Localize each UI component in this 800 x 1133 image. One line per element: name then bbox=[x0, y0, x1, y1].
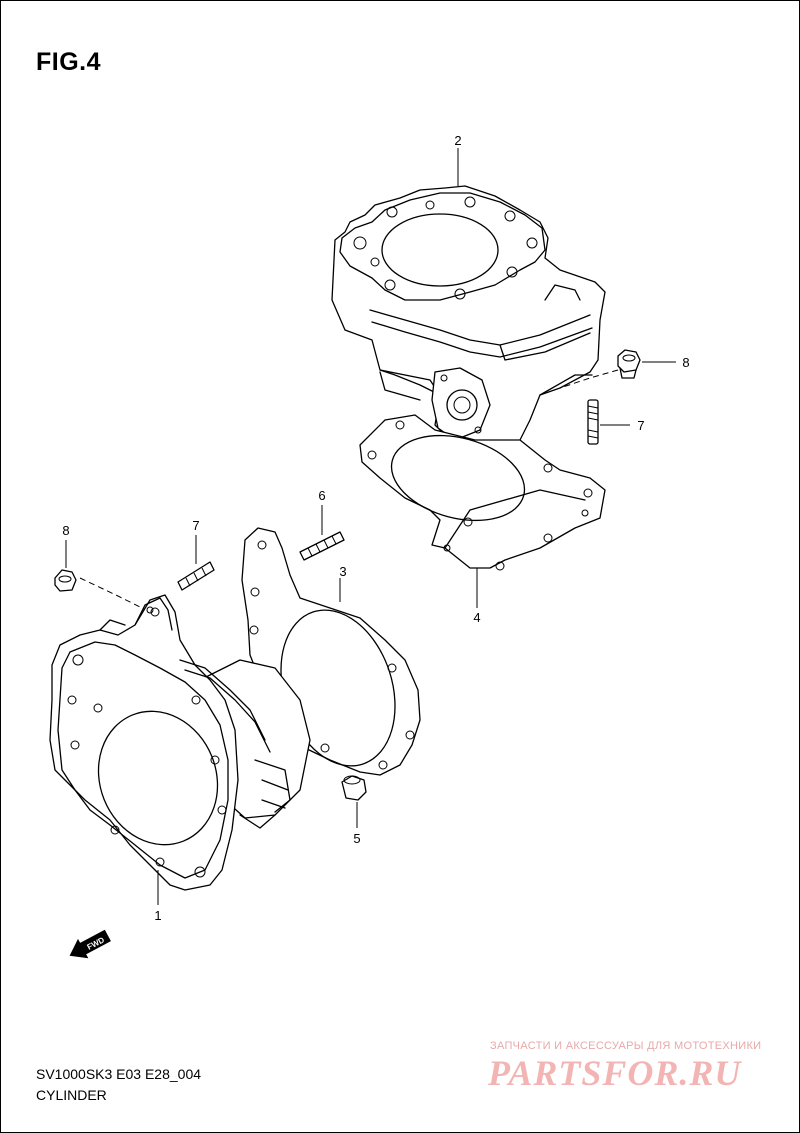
nut-part-8-lower[interactable] bbox=[54, 569, 77, 592]
callout-1: 1 bbox=[154, 908, 161, 923]
callout-8-lower: 8 bbox=[62, 523, 69, 538]
section-title: CYLINDER bbox=[36, 1087, 107, 1103]
model-code: SV1000SK3 E03 E28_004 bbox=[36, 1066, 202, 1082]
callout-3: 3 bbox=[339, 564, 346, 579]
front-cylinder-part-1[interactable] bbox=[49, 594, 311, 891]
callout-2: 2 bbox=[454, 133, 461, 148]
base-gasket-part-4[interactable] bbox=[359, 414, 606, 571]
callout-8-upper: 8 bbox=[682, 355, 689, 370]
callout-7-upper: 7 bbox=[637, 418, 644, 433]
callout-5: 5 bbox=[353, 831, 360, 846]
rear-cylinder-part-2[interactable] bbox=[331, 185, 606, 449]
callout-4: 4 bbox=[473, 610, 480, 625]
nut-8-lower-leader bbox=[79, 577, 151, 613]
nut-8-upper-leader bbox=[559, 369, 619, 389]
stud-part-7-upper[interactable] bbox=[587, 399, 599, 445]
nut-part-8-upper[interactable] bbox=[617, 349, 641, 379]
stud-part-7-lower[interactable] bbox=[177, 561, 215, 591]
stud-part-6[interactable] bbox=[299, 531, 345, 561]
callout-6: 6 bbox=[318, 488, 325, 503]
dowel-pin-part-5[interactable] bbox=[341, 775, 367, 801]
callout-7-lower: 7 bbox=[192, 518, 199, 533]
watermark-logo: PARTSFOR.RU bbox=[488, 1053, 742, 1093]
watermark-caption: ЗАПЧАСТИ И АКСЕССУАРЫ ДЛЯ МОТОТЕХНИКИ bbox=[490, 1040, 762, 1052]
fwd-arrow-icon: FWD bbox=[69, 929, 111, 959]
figure-label: FIG.4 bbox=[36, 48, 102, 76]
